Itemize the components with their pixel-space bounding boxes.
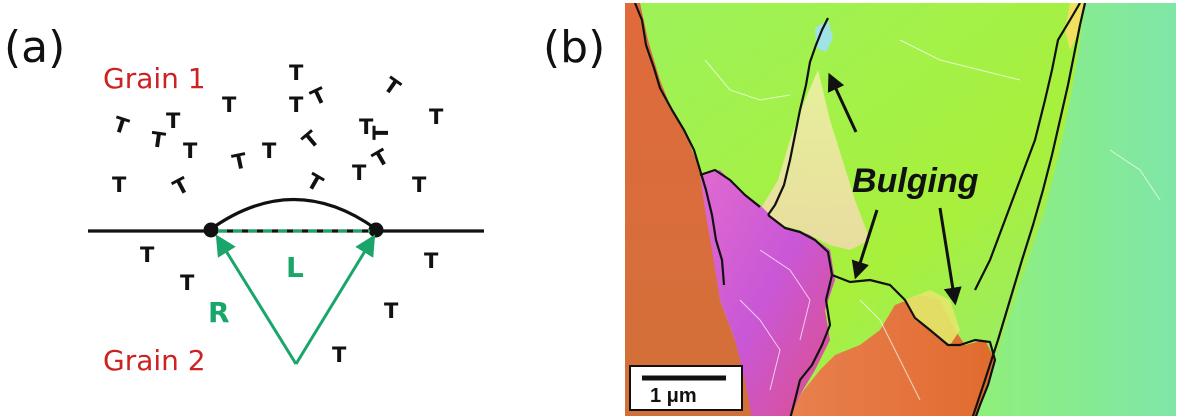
bulged-boundary-arc — [210, 197, 377, 231]
grain1-label: Grain 1 — [103, 62, 206, 95]
dislocation-symbol: T — [298, 126, 325, 154]
grain-boundaries — [633, 3, 1087, 416]
dislocation-symbol: T — [384, 299, 399, 323]
dislocation-symbol: T — [222, 93, 237, 117]
dislocation-symbol: T — [289, 93, 304, 117]
panel-a: (a) Grain 1 Grain 2 T T T T T T T T T T … — [4, 22, 484, 377]
grain-pale-yellow — [760, 70, 870, 250]
panel-b-label: (b) — [543, 22, 605, 73]
dislocation-symbol: T — [369, 125, 393, 140]
boundary-line — [971, 3, 1087, 416]
dislocation-symbol: T — [262, 139, 277, 163]
dislocations-grain2: T T T T T — [140, 243, 439, 367]
boundary-line — [767, 214, 834, 416]
dislocation-symbol: T — [140, 243, 155, 267]
dislocation-symbol: T — [379, 72, 405, 100]
radius-arrow-right — [294, 234, 376, 365]
boundary-line — [974, 3, 1081, 291]
sub-boundary — [899, 39, 1021, 81]
boundary-line — [767, 17, 829, 216]
dislocation-symbol: T — [307, 82, 331, 110]
boundary-line — [633, 3, 726, 286]
dislocation-symbol: T — [180, 271, 195, 295]
sub-boundary — [759, 249, 811, 341]
bulging-arrow-top — [827, 72, 858, 133]
sub-boundary — [1109, 149, 1161, 201]
dislocation-symbol: T — [110, 112, 132, 139]
pinning-point-right — [368, 222, 384, 238]
dislocation-symbol: T — [289, 61, 304, 85]
dislocation-symbol: T — [230, 148, 250, 175]
label-L: L — [286, 251, 304, 284]
grain-right-green — [976, 3, 1176, 416]
bulging-arrow-right — [938, 207, 962, 306]
pinning-point-left — [203, 222, 219, 238]
dislocation-symbol: T — [166, 109, 181, 133]
radius-arrow-left — [215, 234, 298, 365]
grain-left-orange — [625, 3, 752, 416]
dislocation-symbol: T — [359, 115, 374, 139]
dislocation-symbol: T — [352, 161, 367, 185]
sub-boundary — [739, 299, 781, 391]
label-R: R — [208, 296, 230, 329]
panel-a-label: (a) — [4, 22, 65, 73]
ebsd-orientation-map — [625, 3, 1176, 416]
grain2-label: Grain 2 — [103, 344, 206, 377]
boundary-line — [699, 168, 761, 208]
bulging-label: Bulging — [852, 162, 979, 200]
bulging-arrow-middle — [851, 209, 879, 280]
dislocation-symbol: T — [332, 343, 347, 367]
panel-b: (b) — [543, 3, 1176, 416]
dislocation-symbol: T — [369, 144, 394, 172]
dislocation-symbol: T — [303, 169, 328, 197]
scale-bar-label: 1 μm — [650, 385, 697, 407]
grain-small-cyan — [815, 20, 833, 52]
grain-small-yellow — [1065, 3, 1085, 50]
boundary-line — [831, 273, 997, 416]
dislocation-symbol: T — [169, 172, 194, 200]
dislocation-symbol: T — [424, 249, 439, 273]
scale-bar: 1 μm — [629, 365, 743, 411]
dislocation-symbol: T — [183, 139, 198, 163]
dislocation-symbol: T — [429, 105, 444, 129]
dislocation-symbol: T — [112, 173, 127, 197]
sub-boundary — [859, 299, 921, 401]
sub-boundaries — [704, 39, 1161, 401]
dislocation-symbol: T — [149, 127, 167, 153]
scale-bar-box — [629, 365, 743, 411]
grain-magenta — [700, 170, 835, 416]
sub-boundary — [704, 59, 791, 101]
dislocation-symbol: T — [412, 173, 427, 197]
